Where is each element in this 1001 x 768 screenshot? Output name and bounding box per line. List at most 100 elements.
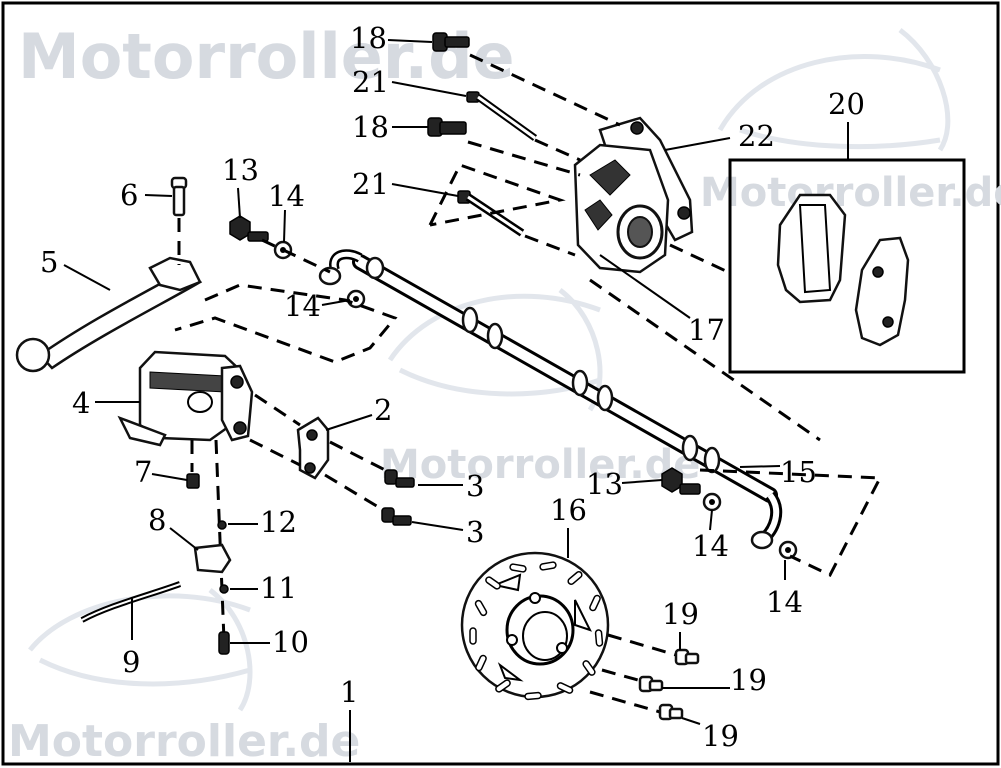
bolt-18-top-icon	[432, 32, 470, 52]
dash-line	[607, 633, 677, 657]
callout-14-right: 14	[692, 529, 729, 563]
dash-line	[534, 138, 581, 162]
callout-3-bottom: 3	[466, 515, 484, 549]
caliper-detail-icon	[584, 159, 631, 231]
scooter-watermark-icon	[387, 288, 603, 412]
callout-11: 11	[260, 571, 297, 605]
callout-12: 12	[260, 505, 297, 539]
dash-line	[174, 283, 398, 364]
callout-13-bottom: 13	[586, 467, 623, 501]
dash-line	[329, 440, 386, 472]
callout-5: 5	[40, 245, 58, 279]
washer-11-icon	[219, 584, 229, 594]
pad-hole-icon	[872, 266, 884, 278]
washer-12-icon	[217, 520, 227, 530]
lever-pivot-icon	[148, 256, 202, 292]
callout-15: 15	[780, 455, 817, 489]
washer-hole-icon	[353, 296, 359, 302]
pad-hole-icon	[882, 316, 894, 328]
callout-19-bottom: 19	[702, 719, 739, 753]
clamp-hole-icon	[304, 462, 316, 474]
callout-13-top: 13	[222, 153, 259, 187]
callout-18-top: 18	[350, 21, 387, 55]
dash-line	[601, 668, 646, 684]
brake-pad-lining-icon	[798, 204, 832, 294]
bracket-hole-icon	[630, 121, 644, 135]
callout-17: 17	[688, 313, 725, 347]
master-cylinder-window-icon	[187, 391, 213, 413]
callout-2: 2	[374, 393, 392, 427]
dash-line	[214, 439, 226, 641]
dash-line	[699, 468, 883, 577]
dash-line	[469, 53, 621, 127]
screw-3-bottom-icon	[381, 507, 412, 526]
bracket-hole-icon	[677, 206, 691, 220]
callout-21-lower: 21	[352, 167, 389, 201]
switch-cable-core-icon	[81, 583, 181, 621]
watermark-right: Motorroller.de	[700, 170, 1001, 216]
nut-7-icon	[186, 473, 200, 489]
screw-10-icon	[218, 631, 230, 655]
dash-line	[589, 690, 661, 714]
banjo-hole-icon	[233, 421, 247, 435]
brake-pad-left-icon	[776, 193, 847, 304]
disc-bolt-19-top-icon	[674, 648, 700, 666]
dash-line	[669, 243, 729, 274]
dash-line	[249, 438, 301, 467]
clamp-icon	[296, 416, 330, 480]
callout-8: 8	[148, 503, 166, 537]
callout-9: 9	[122, 645, 140, 679]
screw-3-top-icon	[384, 469, 415, 488]
callout-19-top: 19	[662, 597, 699, 631]
callout-6: 6	[120, 178, 138, 212]
callout-19-middle: 19	[730, 663, 767, 697]
callout-14-far: 14	[766, 585, 803, 619]
washer-hole-icon	[785, 547, 791, 553]
brake-pad-right-icon	[854, 236, 910, 347]
callout-7: 7	[134, 455, 152, 489]
callout-labels: 18 21 18 21 22 20 17 6 13 14 5 14 4 2 3 …	[40, 21, 865, 753]
callout-10: 10	[272, 625, 309, 659]
brake-switch-icon	[193, 543, 232, 574]
disc-bolt-19-middle-icon	[638, 675, 664, 693]
leader-lines	[63, 39, 849, 762]
dash-line	[324, 473, 381, 510]
banjo-hole-icon	[230, 375, 244, 389]
watermark-top: Motorroller.de	[18, 20, 515, 93]
callout-20: 20	[828, 87, 865, 121]
callout-22: 22	[738, 119, 775, 153]
callout-3-top: 3	[466, 469, 484, 503]
bolt-13-bottom-icon	[661, 467, 701, 495]
lever-ball-end-icon	[15, 337, 51, 373]
brake-disc-icon	[460, 551, 610, 701]
master-cylinder-mount-icon	[117, 415, 167, 447]
bolt-13-top-icon	[229, 215, 269, 242]
dash-line	[589, 278, 821, 442]
callout-14-top: 14	[268, 179, 305, 213]
brake-hose-icon	[318, 249, 783, 550]
washer-hole-icon	[709, 499, 715, 505]
callout-4: 4	[72, 386, 90, 420]
dash-line	[428, 163, 566, 227]
callout-1: 1	[340, 675, 358, 709]
callout-14-hose: 14	[284, 289, 321, 323]
dash-line	[254, 393, 301, 427]
disc-bolt-19-bottom-icon	[658, 703, 684, 721]
banjo-fitting-icon	[220, 364, 254, 442]
dash-line	[524, 234, 576, 257]
pin-21-top-icon	[466, 91, 538, 141]
bolt-6-icon	[170, 176, 188, 217]
callout-16: 16	[550, 493, 587, 527]
caliper-piston-core-icon	[627, 216, 653, 248]
pin-21-lower-icon	[457, 190, 525, 237]
scooter-watermark-icon	[717, 28, 951, 152]
clamp-hole-icon	[306, 429, 318, 441]
dash-line	[467, 140, 581, 177]
callout-21-top: 21	[352, 65, 389, 99]
bolt-18-lower-icon	[427, 117, 467, 137]
callout-18-lower: 18	[352, 110, 389, 144]
master-cylinder-cap-icon	[149, 371, 226, 393]
watermark-bottom: Motorroller.de	[8, 716, 360, 767]
